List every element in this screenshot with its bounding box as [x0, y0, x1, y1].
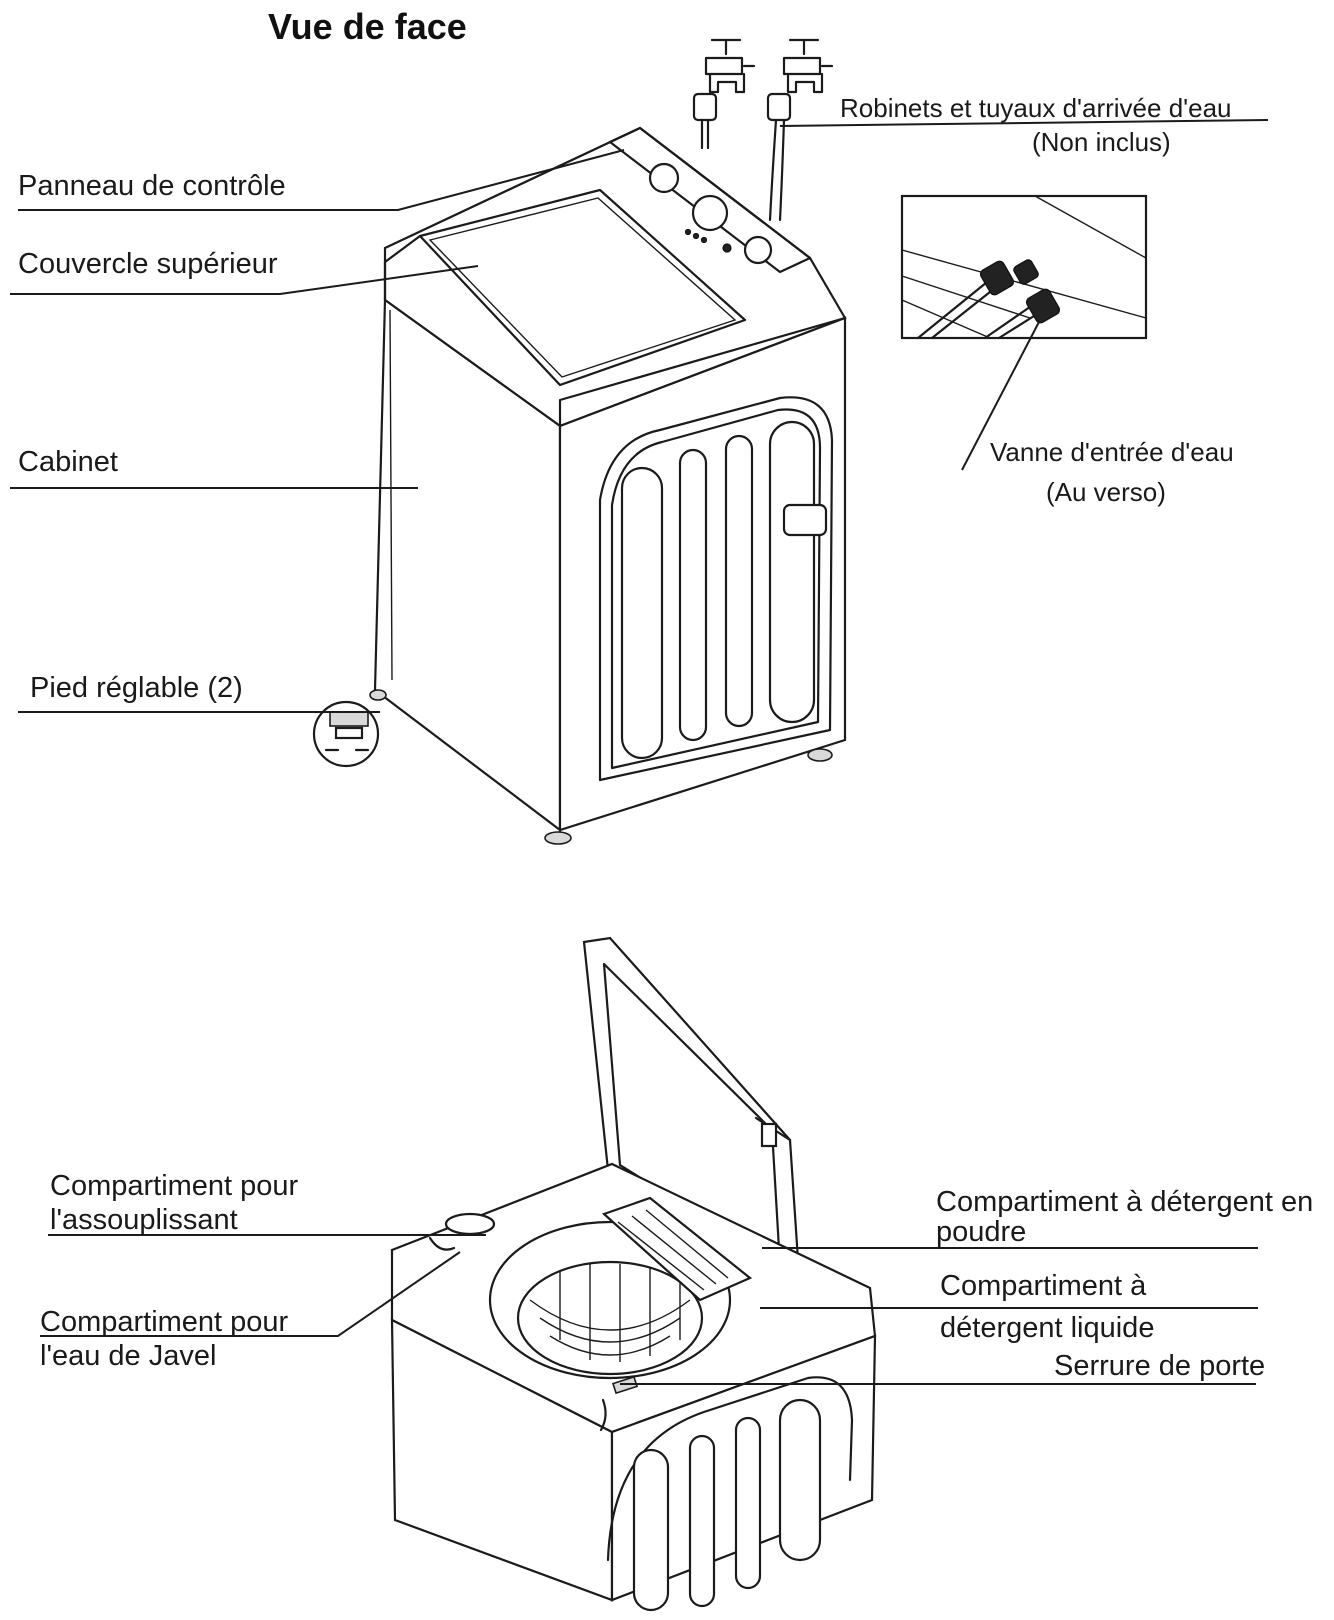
label-faucets-line2: (Non inclus)	[1032, 127, 1171, 157]
label-softener-line2: l'assouplissant	[50, 1204, 238, 1236]
label-liquid-line1: Compartiment à	[940, 1270, 1147, 1302]
diagram-title: Vue de face	[268, 6, 467, 47]
label-liquid-line2: détergent liquide	[940, 1312, 1155, 1344]
washer-open-view	[390, 936, 877, 1612]
label-powder-line2: poudre	[936, 1216, 1027, 1248]
label-powder-line1: Compartiment à détergent en	[936, 1186, 1314, 1218]
label-inlet-valve-line1: Vanne d'entrée d'eau	[990, 437, 1234, 467]
label-faucets-line1: Robinets et tuyaux d'arrivée d'eau	[840, 93, 1232, 123]
faucet-left	[692, 38, 756, 150]
label-control-panel: Panneau de contrôle	[18, 170, 286, 202]
washer-front-view	[312, 38, 847, 845]
label-top-lid: Couvercle supérieur	[18, 248, 278, 280]
label-cabinet: Cabinet	[18, 446, 118, 478]
faucet-right	[766, 38, 834, 222]
label-softener-line1: Compartiment pour	[50, 1170, 299, 1202]
label-door-lock: Serrure de porte	[1054, 1350, 1266, 1382]
label-inlet-valve-line2: (Au verso)	[1046, 477, 1166, 507]
leader-lines	[10, 119, 1269, 1385]
label-adjustable-foot: Pied réglable (2)	[30, 672, 243, 704]
label-bleach-line2: l'eau de Javel	[40, 1340, 217, 1372]
inlet-valve-inset	[900, 194, 1148, 340]
label-bleach-line1: Compartiment pour	[40, 1306, 289, 1338]
